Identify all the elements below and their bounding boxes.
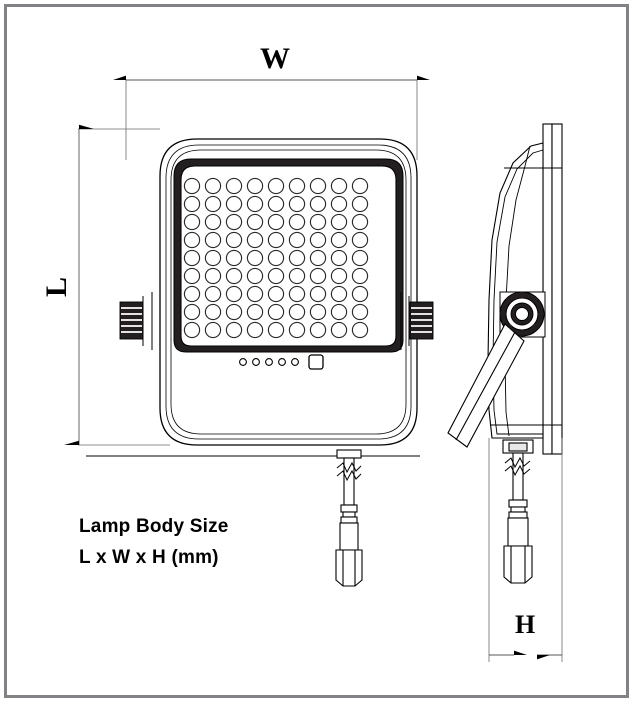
width-extension-lines xyxy=(125,80,418,160)
led-row xyxy=(183,285,369,303)
side-break-symbol xyxy=(504,456,531,477)
front-view-group xyxy=(64,75,434,587)
led-row xyxy=(183,231,369,249)
indicator-dot xyxy=(239,358,299,366)
width-dimension-label: W xyxy=(260,42,290,75)
front-cable-gland xyxy=(335,449,363,587)
led-row xyxy=(183,321,369,339)
left-adjustment-knob xyxy=(119,292,153,350)
led-row xyxy=(183,249,369,267)
caption-block: Lamp Body Size L x W x H (mm) xyxy=(79,516,229,569)
mounting-arm xyxy=(447,323,525,448)
back-mounting-plate xyxy=(542,123,563,455)
caption-line-1: Lamp Body Size xyxy=(79,516,229,537)
caption-line-2: L x W x H (mm) xyxy=(79,547,219,568)
lamp-housing-inner-offset xyxy=(165,144,412,440)
height-extension-lines xyxy=(488,438,563,662)
led-array xyxy=(183,177,369,339)
lock-washer-teeth xyxy=(500,292,544,336)
height-dimension-label: H xyxy=(515,610,536,639)
lamp-side-profile-inner xyxy=(492,145,544,437)
led-row xyxy=(183,195,369,213)
side-tie-lines xyxy=(490,167,562,426)
length-extension-lines xyxy=(78,128,170,446)
sensor-square xyxy=(308,354,324,370)
side-view-group xyxy=(447,123,563,662)
right-adjustment-knob xyxy=(400,292,434,350)
length-dimension-label: L xyxy=(40,276,74,298)
pivot-hinge xyxy=(499,291,546,338)
led-row xyxy=(183,213,369,231)
led-row xyxy=(183,303,369,321)
led-row xyxy=(183,267,369,285)
indicator-row xyxy=(239,354,324,370)
led-row xyxy=(183,177,369,195)
side-cable-gland xyxy=(502,439,534,584)
front-break-symbol xyxy=(336,461,362,482)
